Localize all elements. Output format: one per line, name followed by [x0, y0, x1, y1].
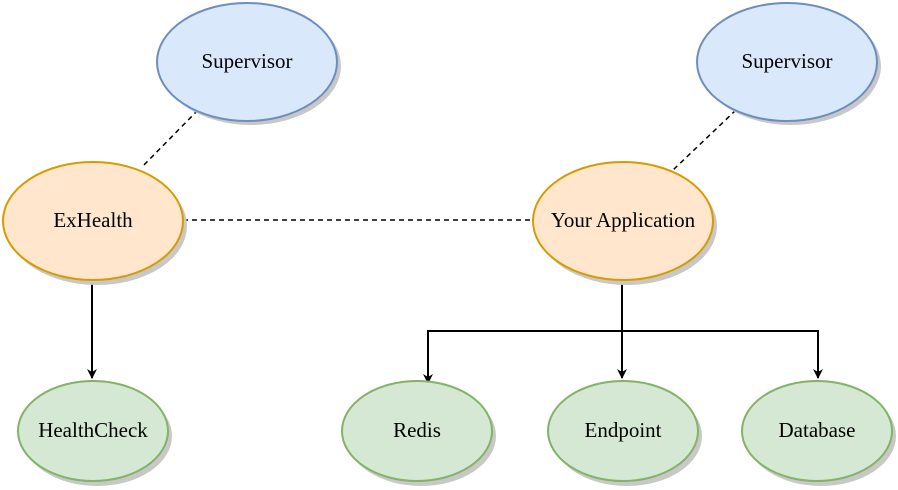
endpoint-label: Endpoint	[585, 418, 662, 442]
supervisor-right-node: Supervisor	[696, 2, 881, 125]
redis-node: Redis	[341, 380, 496, 486]
database-node: Database	[741, 380, 896, 486]
supervisor-left-label: Supervisor	[202, 49, 293, 73]
redis-label: Redis	[393, 418, 441, 442]
exhealth-node: ExHealth	[2, 161, 187, 285]
endpoint-node: Endpoint	[547, 380, 702, 486]
edge-your-application-to-database	[621, 281, 823, 379]
supervisor-right-label: Supervisor	[742, 49, 833, 73]
edge-supervisor-left-to-exhealth	[141, 109, 199, 168]
your-application-label: Your Application	[551, 208, 696, 232]
supervisor-left-node: Supervisor	[156, 2, 341, 125]
your-application-node: Your Application	[532, 161, 717, 285]
healthcheck-label: HealthCheck	[38, 418, 148, 442]
healthcheck-node: HealthCheck	[17, 380, 172, 486]
database-label: Database	[779, 418, 856, 442]
edges	[87, 109, 823, 384]
edge-supervisor-right-to-your-application	[671, 109, 737, 172]
exhealth-label: ExHealth	[53, 208, 133, 232]
edge-your-application-to-redis	[423, 281, 623, 384]
